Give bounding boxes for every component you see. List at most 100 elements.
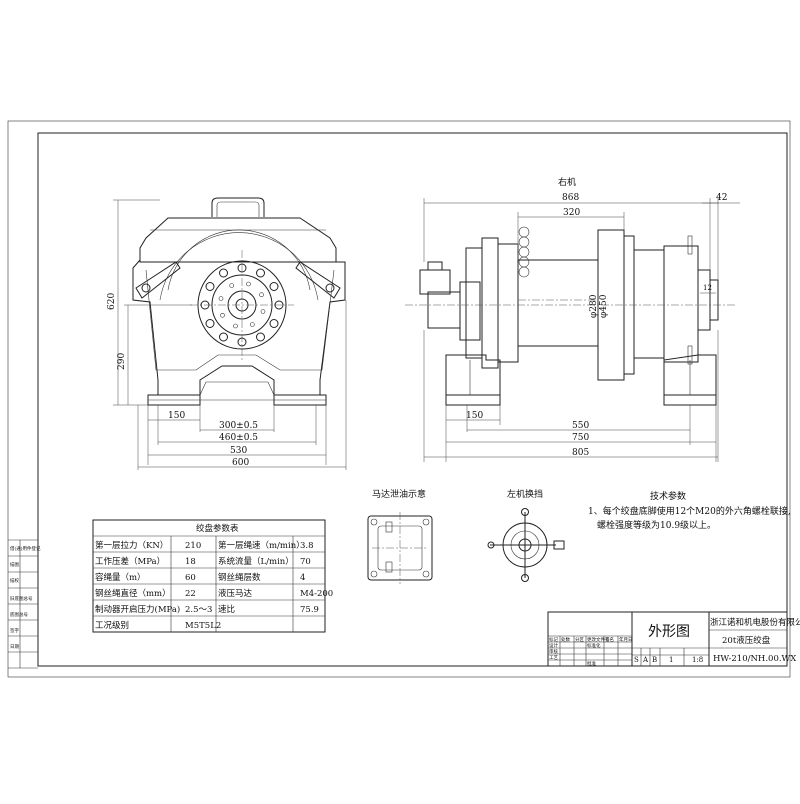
sign-label-0: 标记 xyxy=(549,636,558,643)
hub-bolt xyxy=(256,332,265,342)
sign-label-1: 处数 xyxy=(561,636,570,643)
hub-bolt xyxy=(237,263,247,273)
title-sheet: 1 xyxy=(669,656,673,664)
stage-letter-s: S xyxy=(634,656,639,664)
sign-label-5: 年月日 xyxy=(619,636,633,643)
stage-letter-a: A xyxy=(642,656,649,664)
side-dimensions: 868 320 42 12 φ280 φ450 150 550 750 805 xyxy=(423,193,740,462)
dim-side-12: 12 xyxy=(703,284,712,292)
stage-letter-b: B xyxy=(652,656,657,664)
param-table: 绞盘参数表 xyxy=(92,519,326,633)
left-machine-shift-detail xyxy=(487,508,565,582)
side-view xyxy=(405,226,735,406)
dim-side-dia-b: φ450 xyxy=(599,294,609,318)
param-cell: M4-200 xyxy=(300,589,333,599)
sign-label-3: 更改文件号 xyxy=(587,636,610,643)
param-cell: 22 xyxy=(185,589,196,599)
title-block: 外形图 浙江诺和机电股份有限公司 20t液压绞盘 HW-210/NH.00.WX… xyxy=(547,611,800,667)
param-cell: 钢丝绳直径（mm） xyxy=(95,588,171,599)
param-cell: 3.8 xyxy=(300,541,314,551)
hub-inner-bolt xyxy=(260,309,266,314)
param-cell: 2.5～3 xyxy=(185,605,212,615)
hub-bolt xyxy=(219,332,228,342)
param-cell: 容绳量（m） xyxy=(95,572,146,583)
param-cell: 制动器开启压力(MPa) xyxy=(95,604,180,615)
dim-front-300: 300±0.5 xyxy=(219,421,258,431)
strip-label-0: 借(通)用件登记 xyxy=(10,545,41,552)
hub-inner-bolt xyxy=(259,292,264,298)
param-cell: 4 xyxy=(300,573,305,583)
param-cell: 75.9 xyxy=(300,605,319,615)
hub-inner-bolt xyxy=(246,281,251,287)
sign-label-9: 工艺 xyxy=(549,655,558,661)
title-drawing-name: 外形图 xyxy=(648,624,690,640)
param-cell: M5T5L2 xyxy=(185,621,221,631)
dim-side-750: 750 xyxy=(572,433,589,443)
hub-bolt xyxy=(269,282,279,291)
dim-front-600: 600 xyxy=(232,458,249,468)
sign-label-10: 批准 xyxy=(587,660,596,667)
param-cell: 60 xyxy=(185,573,196,583)
dim-side-42: 42 xyxy=(716,193,727,203)
title-scale: 1:8 xyxy=(692,656,703,664)
title-code: HW-210/NH.00.WX xyxy=(713,654,797,664)
param-table-title: 绞盘参数表 xyxy=(196,523,239,534)
param-cell: 210 xyxy=(185,541,201,551)
dim-side-320: 320 xyxy=(563,208,580,218)
sign-label-6: 设计 xyxy=(549,642,558,649)
motor-detail-title: 马达泄油示意 xyxy=(372,488,426,500)
param-cell: 70 xyxy=(300,557,311,567)
outer-frame xyxy=(7,120,791,678)
dim-front-150: 150 xyxy=(168,411,185,421)
strip-label-5: 签字 xyxy=(10,627,19,634)
hub-bolt xyxy=(205,319,215,328)
sign-label-8: 审核 xyxy=(549,648,558,655)
hub-inner-bolt xyxy=(233,323,238,329)
param-cell: 第一层绳速（m/min） xyxy=(218,540,305,551)
front-dimensions: 620 290 150 300±0.5 460±0.5 530 600 xyxy=(107,199,347,470)
strip-label-4: 底图总号 xyxy=(10,611,28,618)
hub-bolt xyxy=(274,300,284,310)
hub-inner-bolt xyxy=(229,283,234,288)
dim-side-550: 550 xyxy=(572,421,589,431)
hub-bolt xyxy=(200,300,210,310)
inner-frame xyxy=(37,132,788,667)
sign-label-4: 签名 xyxy=(605,636,614,643)
side-view-title: 右机 xyxy=(558,176,576,188)
dim-front-center-height: 290 xyxy=(117,353,127,370)
dim-front-height: 620 xyxy=(107,293,117,310)
hub-bolt xyxy=(219,268,228,278)
dim-side-150: 150 xyxy=(466,411,483,421)
tech-line-1: 1、每个绞盘底脚使用12个M20的外六角螺栓联接, xyxy=(588,505,791,517)
hub-bolt xyxy=(269,319,279,328)
param-cell: 18 xyxy=(185,557,196,567)
param-cell: 钢丝绳层数 xyxy=(218,572,261,583)
strip-label-3: 旧底图总号 xyxy=(10,595,33,602)
hub-inner-bolt xyxy=(250,322,255,327)
param-cell: 工况级别 xyxy=(95,620,129,631)
front-hub-bolts xyxy=(200,263,284,347)
param-cell: 速比 xyxy=(218,604,235,615)
dim-side-868: 868 xyxy=(562,193,579,203)
dim-side-dia-a: φ280 xyxy=(589,294,599,318)
hub-bolt xyxy=(237,337,247,347)
sign-label-7: 标准化 xyxy=(587,642,601,649)
dim-front-460: 460±0.5 xyxy=(219,433,258,443)
param-cell: 系统流量（L/min） xyxy=(218,556,294,567)
dim-front-530: 530 xyxy=(230,446,247,456)
param-cell: 工作压差（MPa） xyxy=(95,556,165,567)
motor-drain-detail xyxy=(367,512,433,584)
strip-label-2: 描校 xyxy=(10,577,19,584)
tech-line-2: 螺栓强度等级为10.9级以上。 xyxy=(597,519,716,531)
dim-side-805: 805 xyxy=(572,448,589,458)
sign-label-2: 分区 xyxy=(575,636,584,643)
tech-title: 技术参数 xyxy=(650,490,686,502)
side-strip: 借(通)用件登记 描图 描校 旧底图总号 底图总号 签字 日期 xyxy=(8,539,41,669)
hub-inner-bolt xyxy=(218,296,224,301)
hub-bolt xyxy=(205,282,215,291)
left-machine-title: 左机换挡 xyxy=(507,488,543,500)
hub-bolt xyxy=(256,268,265,278)
param-cell: 液压马达 xyxy=(218,588,253,599)
front-view xyxy=(132,197,346,406)
param-cell: 第一层拉力（KN） xyxy=(95,540,168,551)
